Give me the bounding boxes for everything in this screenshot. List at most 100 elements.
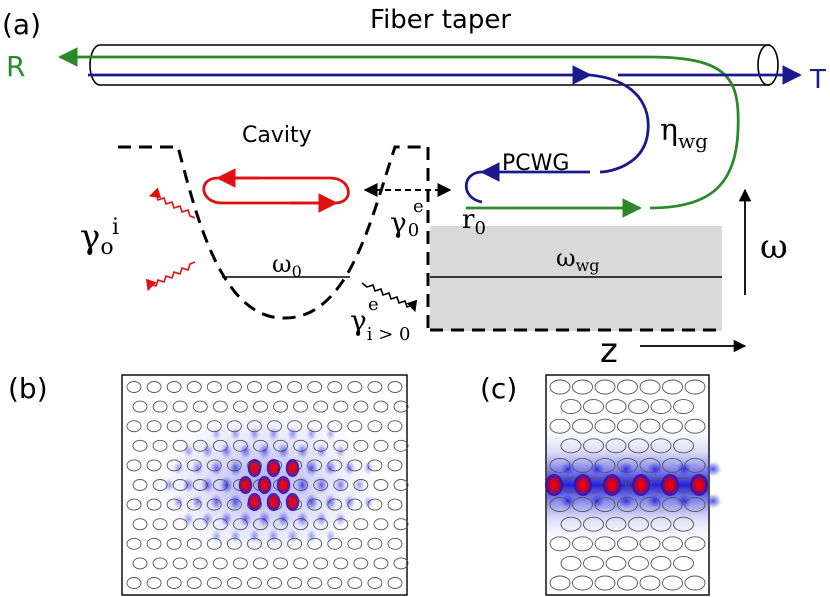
field-lobe bbox=[247, 493, 262, 511]
lattice-hole bbox=[152, 557, 168, 570]
reflected-label: R bbox=[6, 50, 25, 83]
lattice-hole bbox=[650, 516, 672, 532]
lattice-hole bbox=[560, 438, 582, 454]
field-lobe bbox=[230, 426, 241, 442]
lattice-hole bbox=[639, 418, 661, 434]
pcwg-label: PCWG bbox=[502, 151, 569, 176]
lattice-hole bbox=[393, 557, 409, 570]
lattice-hole bbox=[132, 479, 148, 491]
lattice-hole bbox=[572, 575, 593, 591]
lattice-hole bbox=[583, 555, 604, 571]
field-lobe bbox=[183, 511, 194, 527]
lattice-hole bbox=[267, 577, 282, 589]
field-lobe bbox=[266, 459, 281, 477]
field-lobe bbox=[220, 442, 233, 460]
field-lobe bbox=[239, 510, 252, 528]
omega-wg-label: ωwg bbox=[556, 244, 600, 275]
field-lobe bbox=[248, 426, 261, 442]
lattice-hole bbox=[347, 420, 363, 433]
field-lobe bbox=[314, 476, 329, 494]
lattice-hole bbox=[583, 399, 604, 415]
field-lobe bbox=[173, 494, 184, 510]
field-lobe bbox=[286, 426, 299, 442]
waveguide-band bbox=[430, 226, 722, 331]
lattice-hole bbox=[146, 381, 162, 393]
gamma-oi-sup: i bbox=[112, 215, 119, 240]
field-lobe bbox=[277, 510, 290, 528]
field-lobe bbox=[704, 493, 722, 509]
intrinsic-loss-arrows bbox=[145, 187, 196, 292]
gamma-ie-sup: e bbox=[368, 294, 379, 315]
field-lobe bbox=[646, 461, 664, 477]
transmitted-path bbox=[88, 65, 802, 204]
field-lobe bbox=[296, 510, 309, 528]
lattice-hole bbox=[206, 577, 222, 589]
lattice-hole bbox=[650, 399, 672, 415]
eta-wg-label: ηwg bbox=[660, 113, 708, 153]
lattice-hole bbox=[662, 379, 683, 395]
lattice-hole bbox=[152, 518, 168, 531]
lattice-hole bbox=[313, 557, 329, 570]
field-lobe bbox=[353, 477, 366, 493]
field-lobe bbox=[210, 493, 223, 511]
lattice-hole bbox=[146, 577, 162, 589]
lattice-hole bbox=[617, 536, 638, 552]
lattice-hole bbox=[287, 381, 303, 393]
field-lobe bbox=[315, 443, 328, 459]
lattice-hole bbox=[673, 438, 694, 454]
lattice-hole bbox=[313, 400, 329, 413]
field-lobe bbox=[690, 474, 708, 496]
field-lobe bbox=[201, 511, 214, 527]
lattice-hole bbox=[353, 557, 369, 570]
lattice-hole bbox=[307, 577, 323, 589]
lattice-hole bbox=[662, 418, 683, 434]
field-lobe bbox=[258, 442, 271, 460]
lattice-hole bbox=[373, 479, 389, 491]
field-lobe bbox=[306, 528, 317, 544]
lattice-hole bbox=[273, 557, 288, 570]
cavity-label: Cavity bbox=[242, 123, 312, 148]
lattice-hole bbox=[373, 400, 389, 413]
lattice-hole bbox=[605, 438, 627, 454]
field-lobe bbox=[228, 458, 243, 478]
lattice-hole bbox=[684, 418, 706, 434]
lattice-hole bbox=[186, 420, 202, 433]
lattice-hole bbox=[293, 557, 309, 570]
lattice-hole bbox=[367, 577, 383, 589]
lattice-hole bbox=[650, 438, 672, 454]
lattice-hole bbox=[212, 557, 228, 570]
lattice-hole bbox=[347, 537, 363, 550]
field-lobe bbox=[183, 443, 194, 459]
lattice-hole bbox=[253, 557, 268, 570]
lattice-hole bbox=[673, 399, 694, 415]
field-lobe bbox=[228, 492, 243, 512]
gamma-ie-label: γi > 0 bbox=[350, 304, 410, 345]
field-lobe bbox=[646, 493, 664, 509]
lattice-hole bbox=[152, 439, 168, 452]
lattice-hole bbox=[549, 575, 571, 591]
lattice-hole bbox=[572, 536, 593, 552]
field-lobe bbox=[335, 443, 346, 459]
lattice-hole bbox=[628, 438, 649, 454]
field-lobe bbox=[603, 474, 621, 496]
lattice-hole bbox=[172, 400, 188, 413]
lattice-hole bbox=[605, 555, 627, 571]
field-lobe bbox=[363, 494, 374, 510]
field-lobe bbox=[267, 426, 280, 442]
lattice-hole bbox=[373, 518, 389, 531]
field-lobe bbox=[230, 528, 241, 544]
field-lobe bbox=[675, 461, 693, 477]
lattice-hole bbox=[393, 439, 409, 452]
lattice-hole bbox=[353, 400, 369, 413]
lattice-hole bbox=[572, 418, 593, 434]
lattice-hole bbox=[132, 518, 148, 531]
field-lobe bbox=[295, 475, 310, 495]
lattice-hole bbox=[166, 577, 182, 589]
field-lobe bbox=[277, 442, 290, 460]
lattice-hole bbox=[146, 537, 162, 550]
lattice-hole bbox=[307, 381, 323, 393]
field-lobe bbox=[258, 510, 271, 528]
field-lobe bbox=[257, 476, 272, 494]
field-lobe bbox=[306, 426, 317, 442]
field-lobe bbox=[238, 476, 253, 494]
